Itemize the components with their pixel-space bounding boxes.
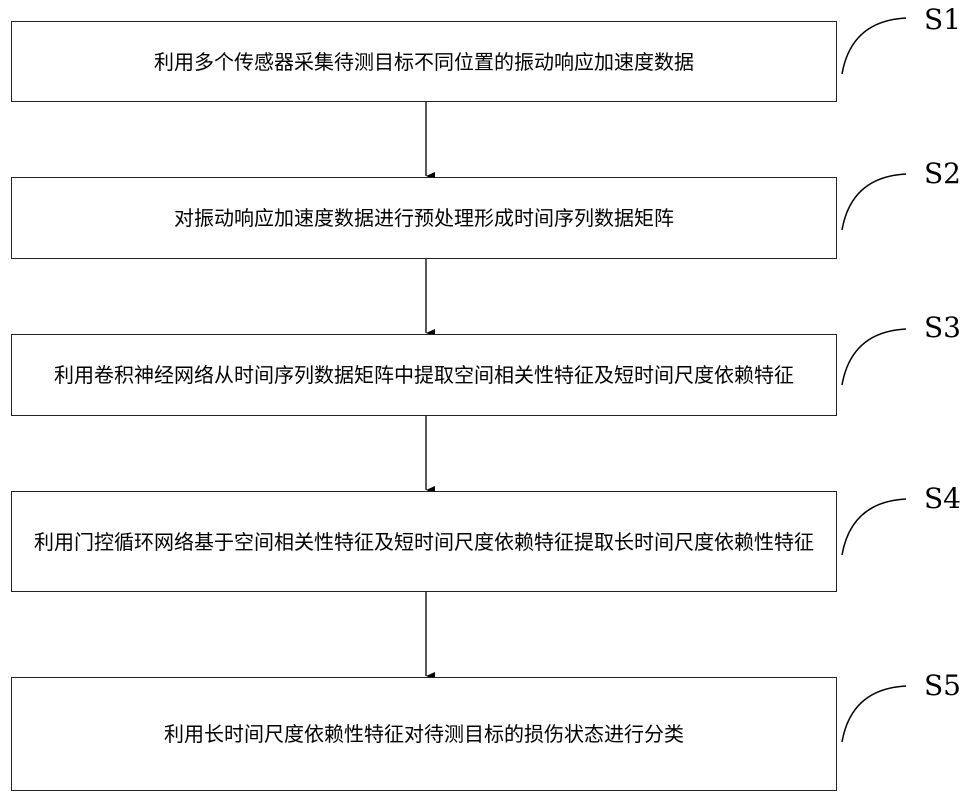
- step-text-s3: 利用卷积神经网络从时间序列数据矩阵中提取空间相关性特征及短时间尺度依赖特征: [54, 359, 794, 391]
- step-text-s2: 对振动响应加速度数据进行预处理形成时间序列数据矩阵: [174, 202, 674, 234]
- step-text-s1: 利用多个传感器采集待测目标不同位置的振动响应加速度数据: [154, 46, 694, 78]
- step-box-s2: 对振动响应加速度数据进行预处理形成时间序列数据矩阵: [11, 177, 837, 259]
- step-text-s5: 利用长时间尺度依赖性特征对待测目标的损伤状态进行分类: [164, 718, 684, 750]
- step-box-s1: 利用多个传感器采集待测目标不同位置的振动响应加速度数据: [11, 21, 837, 102]
- step-label-s5: S5: [924, 672, 961, 700]
- leader-curve-s4: [842, 499, 906, 555]
- leader-curve-s5: [842, 686, 906, 742]
- leader-curve-s3: [842, 329, 906, 385]
- step-label-s3: S3: [924, 314, 961, 342]
- leader-curve-s1: [842, 18, 906, 74]
- step-box-s4: 利用门控循环网络基于空间相关性特征及短时间尺度依赖特征提取长时间尺度依赖性特征: [11, 491, 837, 592]
- step-label-s1: S1: [924, 6, 961, 34]
- leader-curve-s2: [842, 174, 906, 230]
- step-box-s5: 利用长时间尺度依赖性特征对待测目标的损伤状态进行分类: [11, 677, 837, 791]
- step-box-s3: 利用卷积神经网络从时间序列数据矩阵中提取空间相关性特征及短时间尺度依赖特征: [11, 334, 837, 416]
- step-label-s4: S4: [924, 485, 961, 513]
- step-label-s2: S2: [924, 160, 961, 188]
- step-text-s4: 利用门控循环网络基于空间相关性特征及短时间尺度依赖特征提取长时间尺度依赖性特征: [34, 526, 814, 558]
